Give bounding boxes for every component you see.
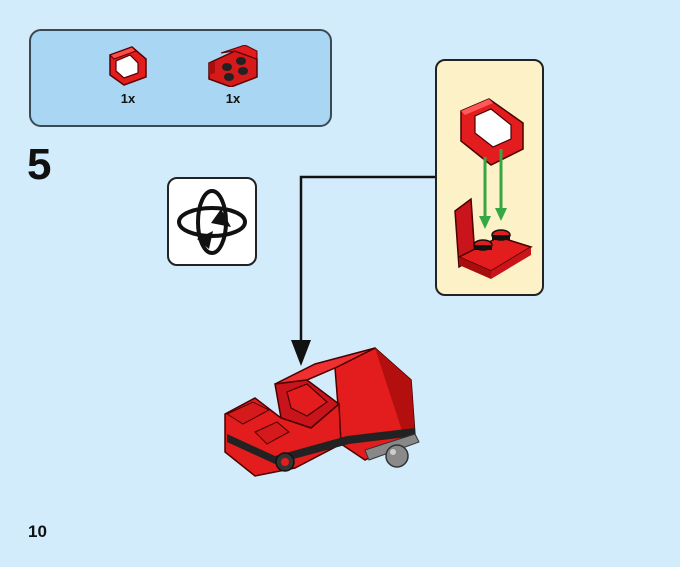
- slope-bracket-part-icon: [109, 46, 147, 86]
- step-number: 5: [27, 140, 52, 189]
- rotate-model-callout: [167, 177, 257, 266]
- rotate-model-icon: [177, 189, 247, 255]
- part-quantity: 1x: [120, 91, 136, 106]
- bracket-plate-part-icon: [208, 45, 258, 87]
- part-item-slope-bracket: 1x: [98, 45, 158, 106]
- bracket-plate-piece: [454, 197, 533, 279]
- part-quantity: 1x: [225, 91, 241, 106]
- parts-list-box: 1x 1x: [29, 29, 332, 127]
- sub-assembly-callout: [435, 59, 544, 296]
- page-number: 10: [28, 522, 47, 541]
- sub-assembly-illustration: [454, 98, 533, 279]
- slope-bracket-piece: [460, 98, 524, 166]
- assembly-arrow-icon: [291, 340, 311, 366]
- car-model-illustration: [224, 347, 420, 477]
- part-item-bracket-plate: 1x: [203, 45, 263, 106]
- guide-arrows: [479, 149, 507, 229]
